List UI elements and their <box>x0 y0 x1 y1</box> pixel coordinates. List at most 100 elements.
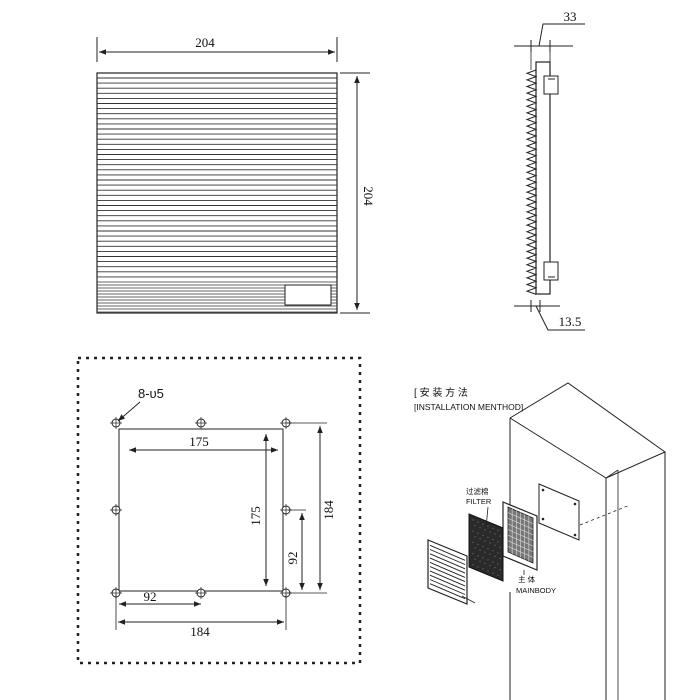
grille-slat <box>429 557 466 574</box>
mainbody-label-en: MAINBODY <box>516 586 556 595</box>
filter-texture-dot <box>499 557 501 560</box>
side-view: 33 13.5 <box>514 9 585 331</box>
cutout-projection <box>579 504 631 526</box>
filter-label-cn: 过滤棉 <box>466 486 489 496</box>
filter-texture-dot <box>499 546 501 548</box>
filter-texture-dot <box>477 555 479 557</box>
side-clip-top <box>543 75 559 95</box>
cutout-panel-outline <box>76 356 362 665</box>
side-offset-label: 13.5 <box>559 314 582 329</box>
filter-texture-dot <box>492 538 494 541</box>
mounting-hole <box>110 504 122 516</box>
front-grille-slats <box>97 77 337 313</box>
filter-texture-dot <box>472 564 474 566</box>
side-depth-label: 33 <box>564 9 577 24</box>
installation-view: [ 安 装 方 法 [INSTALLATION MENTHOD] <box>414 382 667 700</box>
filter-texture-dot <box>477 532 479 534</box>
grille-guide <box>461 595 476 604</box>
body-grid-line <box>507 512 534 524</box>
filter-texture-dot <box>477 521 479 523</box>
side-body <box>535 61 551 295</box>
side-clip-bottom <box>543 261 559 281</box>
filter-texture-dot <box>492 550 494 552</box>
filter-texture-dot <box>487 548 489 550</box>
half-width-label: 92 <box>144 589 157 604</box>
mainbody-label-cn: 主 体 <box>518 574 536 584</box>
filter-texture-dot <box>487 536 489 539</box>
filter-texture-dot <box>472 519 474 521</box>
side-louver-teeth <box>525 69 538 295</box>
body-grid-line <box>507 529 534 541</box>
filter-texture-dot <box>499 569 501 571</box>
grille-slat <box>429 570 466 587</box>
filter-texture-dot <box>497 552 499 554</box>
grille-slat <box>429 549 466 565</box>
mounting-hole <box>195 417 207 429</box>
inner-width-label: 175 <box>189 434 209 449</box>
body-grid-line <box>507 546 534 558</box>
filter-texture-dot <box>472 552 474 555</box>
inner-height-label: 175 <box>248 506 263 526</box>
filter-part <box>468 513 504 582</box>
grille-slat <box>429 561 466 578</box>
holes-leader <box>117 401 141 422</box>
front-panel <box>96 72 338 314</box>
filter-texture-dot <box>484 562 486 565</box>
filter-texture-dot <box>474 524 476 527</box>
filter-texture-dot <box>472 541 474 544</box>
filter-texture-dot <box>487 525 489 527</box>
filter-texture-dot <box>494 533 496 535</box>
filter-texture-dot <box>494 555 496 558</box>
holes-label: 8-υ5 <box>138 386 164 401</box>
filter-texture-dot <box>489 564 491 567</box>
filter-texture-dot <box>482 545 484 548</box>
cutout-view: 8-υ5 175 175 184 92 92 184 <box>76 356 362 665</box>
filter-texture-dot <box>489 542 491 544</box>
filter-texture-dot <box>497 529 499 532</box>
outer-height-label: 184 <box>321 500 336 520</box>
filter-texture-dot <box>487 559 489 561</box>
installation-title-en: [INSTALLATION MENTHOD] <box>414 402 523 412</box>
body-grid-line <box>507 540 534 553</box>
grille-slat <box>429 579 466 595</box>
body-grid-line <box>507 523 534 536</box>
filter-texture-dot <box>494 544 496 546</box>
grille-slat <box>429 566 466 583</box>
body-grid-line <box>507 517 534 530</box>
filter-texture-dot <box>492 561 494 563</box>
grille-slat <box>429 583 466 600</box>
filter-texture-dot <box>482 523 484 525</box>
filter-texture-dot <box>474 536 476 538</box>
mounting-hole <box>280 417 292 429</box>
filter-texture-dot <box>479 549 481 551</box>
filter-texture-dot <box>497 563 499 565</box>
half-height-label: 92 <box>285 552 300 565</box>
cutout-screw-2 <box>573 502 577 506</box>
filter-texture-dot <box>474 547 476 549</box>
filter-texture-dot <box>489 553 491 555</box>
filter-texture-dot <box>474 558 476 560</box>
filter-texture-dot <box>484 529 486 531</box>
body-grid-line <box>507 534 534 547</box>
filter-texture-dot <box>492 572 494 574</box>
main-body-part <box>502 501 538 571</box>
cabinet-outline <box>509 382 667 700</box>
cabinet-cutout <box>538 483 580 541</box>
filter-texture-dot <box>487 570 489 572</box>
filter-leader <box>485 506 489 529</box>
filter-texture-dot <box>489 531 491 533</box>
filter-texture-dot <box>494 566 496 569</box>
filter-texture-dot <box>484 551 486 553</box>
filter-texture-dot <box>482 568 484 570</box>
filter-texture-dot <box>479 538 481 540</box>
installation-title-cn: [ 安 装 方 法 <box>414 386 468 399</box>
filter-texture-dot <box>479 527 481 529</box>
front-width-label: 204 <box>195 35 215 50</box>
front-view: 204 204 <box>96 35 376 314</box>
outer-width-label: 184 <box>190 624 210 639</box>
front-height-label: 204 <box>361 186 376 206</box>
grille-slat <box>429 574 466 591</box>
filter-texture-dot <box>492 527 494 530</box>
